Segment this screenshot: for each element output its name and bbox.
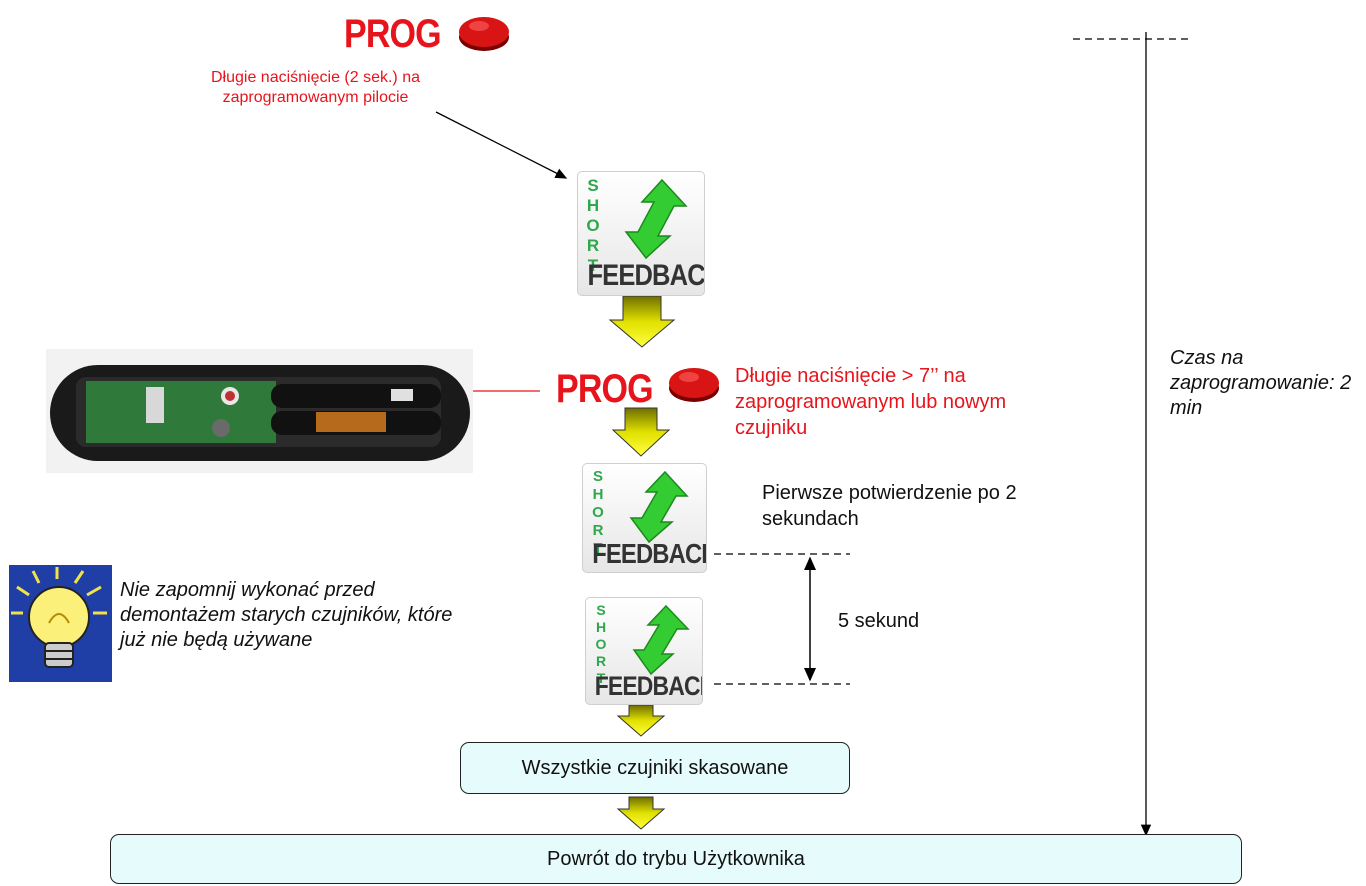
double-arrow-icon xyxy=(632,604,690,676)
interval-label: 5 sekund xyxy=(838,610,920,632)
double-arrow-icon xyxy=(624,178,688,260)
all-deleted-box: Wszystkie czujniki skasowane xyxy=(460,742,850,794)
tip-text: Nie zapomnij wykonać przed demontażem st… xyxy=(120,579,453,651)
lightbulb-icon xyxy=(9,565,112,682)
first-confirmation-text: Pierwsze potwierdzenie po 2 sekundach xyxy=(762,482,1017,530)
return-user-mode-box: Powrót do trybu Użytkownika xyxy=(110,834,1242,884)
double-arrow-icon xyxy=(629,470,689,544)
step1-note: Długie naciśnięcie (2 sek.) na zaprogram… xyxy=(211,69,420,106)
red-button-icon xyxy=(667,364,721,409)
pointer-arrow-1 xyxy=(435,111,568,179)
return-label: Powrót do trybu Użytkownika xyxy=(547,847,805,870)
device-photo xyxy=(46,349,473,473)
flow-arrow-2 xyxy=(611,407,671,457)
prog-label-middle: PROG xyxy=(556,367,654,411)
feedback-word: FEEDBACK xyxy=(592,538,707,569)
feedback-word: FEEDBACK xyxy=(587,259,705,292)
red-button-icon xyxy=(457,13,511,58)
prog-label-top: PROG xyxy=(344,12,442,56)
flow-arrow-3 xyxy=(616,704,666,737)
all-deleted-label: Wszystkie czujniki skasowane xyxy=(521,756,789,779)
step2-note: Długie naciśnięcie > 7’’ na zaprogramowa… xyxy=(735,365,1007,439)
flow-arrow-1 xyxy=(608,295,676,348)
feedback-word: FEEDBACK xyxy=(594,671,702,701)
time-label: Czas na zaprogramowanie: 2 min xyxy=(1170,347,1352,419)
flow-arrow-4 xyxy=(616,796,666,830)
